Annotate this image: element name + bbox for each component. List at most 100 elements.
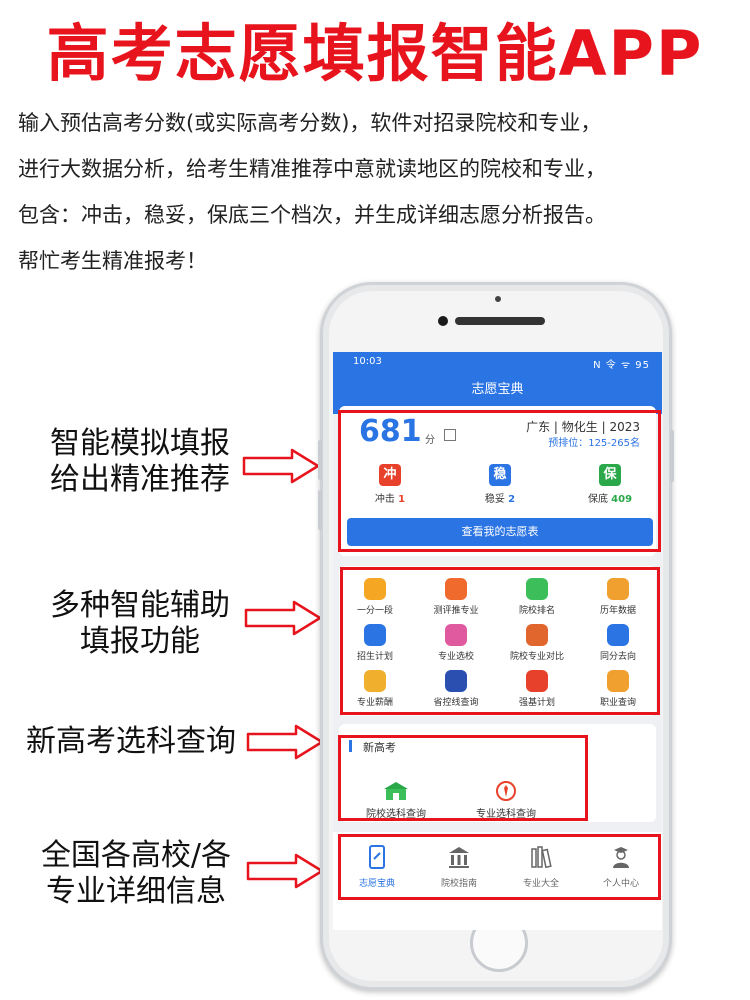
- tier-count: 2: [508, 494, 516, 505]
- arrow-icon: [246, 724, 324, 760]
- view-volunteer-table-button[interactable]: 查看我的志愿表: [347, 518, 653, 546]
- tool-item[interactable]: 历年数据: [578, 578, 658, 616]
- score-value: 681: [359, 414, 422, 449]
- tool-label: 专业选校: [437, 652, 474, 662]
- callout-line: 全国各高校/各: [40, 838, 232, 873]
- magnifier-icon: [445, 670, 467, 692]
- tier-count: 1: [398, 494, 406, 505]
- predicted-rank: 预排位：125-265名: [548, 438, 640, 449]
- diamond-icon: [445, 578, 467, 600]
- callout-line: 多种智能辅助: [50, 588, 230, 623]
- nav-label: 志愿宝典: [358, 879, 395, 889]
- tie-icon: [496, 781, 516, 801]
- tool-label: 历年数据: [599, 606, 636, 616]
- highlight-score-section: [338, 410, 661, 552]
- new-gaokao-card: [339, 724, 656, 822]
- tool-item[interactable]: 同分去向: [578, 624, 658, 662]
- highlight-new-gaokao-section: [338, 735, 588, 821]
- nav-zhiyuan[interactable]: 志愿宝典: [337, 845, 417, 889]
- books-icon: [531, 846, 552, 869]
- camera-icon: [438, 316, 448, 326]
- tool-label: 省控线查询: [433, 698, 479, 708]
- score-unit: 分: [425, 435, 435, 446]
- tier-chong[interactable]: 冲 冲击 1: [345, 464, 435, 505]
- intro-line-4: 帮忙考生精准报考！: [18, 249, 207, 273]
- tier-wen[interactable]: 稳 稳妥 2: [455, 464, 545, 505]
- power-button: [670, 430, 674, 482]
- section-accent: [349, 740, 352, 752]
- tool-label: 同分去向: [599, 652, 636, 662]
- school-icon: [384, 782, 408, 800]
- nav-profile[interactable]: 个人中心: [581, 845, 661, 889]
- callout-schools: 全国各高校/各 专业详细信息: [36, 838, 236, 910]
- tool-item[interactable]: 专业薪酬: [335, 670, 415, 708]
- edit-icon[interactable]: [444, 429, 456, 441]
- chong-badge-icon: 冲: [379, 464, 401, 486]
- school-subject-query[interactable]: 院校选科查询: [341, 780, 451, 820]
- callout-line: 给出精准推荐: [50, 462, 230, 497]
- tool-label: 院校排名: [518, 606, 555, 616]
- chart-icon: [364, 578, 386, 600]
- tools-card: [339, 566, 656, 716]
- tool-item[interactable]: 强基计划: [497, 670, 577, 708]
- tier-label: 稳妥: [484, 494, 505, 505]
- callout-line: 新高考选科查询: [26, 724, 236, 759]
- target-icon: [526, 670, 548, 692]
- status-icons: N 令 ᯤ 95: [593, 360, 650, 371]
- sensor-icon: [495, 296, 501, 302]
- nav-majors[interactable]: 专业大全: [501, 845, 581, 889]
- highlight-nav-section: [338, 834, 661, 900]
- callout-line: 填报功能: [80, 624, 200, 659]
- tool-label: 测评推专业: [433, 606, 479, 616]
- person-icon: [364, 624, 386, 646]
- tier-label: 冲击: [374, 494, 395, 505]
- tool-label: 强基计划: [518, 698, 555, 708]
- volume-button: [318, 490, 322, 530]
- volume-button: [318, 440, 322, 480]
- tool-item[interactable]: 一分一段: [335, 578, 415, 616]
- callout-simulation: 智能模拟填报 给出精准推荐: [40, 426, 240, 498]
- tool-item[interactable]: 专业选校: [416, 624, 496, 662]
- page-title: 高考志愿填报智能APP: [46, 17, 704, 90]
- tool-item[interactable]: 院校排名: [497, 578, 577, 616]
- app-title: 志愿宝典: [471, 382, 524, 397]
- medal-icon: [607, 670, 629, 692]
- nav-label: 个人中心: [602, 879, 639, 889]
- tier-bao[interactable]: 保 保底 409: [565, 464, 655, 505]
- document-icon: [364, 670, 386, 692]
- bottom-nav: [333, 832, 662, 930]
- tool-item[interactable]: 测评推专业: [416, 578, 496, 616]
- flask-icon: [445, 624, 467, 646]
- tool-label: 院校专业对比: [509, 652, 564, 662]
- major-subject-query[interactable]: 专业选科查询: [451, 780, 561, 820]
- tier-label: 保底: [587, 494, 608, 505]
- intro-line-3: 包含：冲击，稳妥，保底三个档次，并生成详细志愿分析报告。: [18, 203, 606, 227]
- building-icon: [449, 847, 469, 868]
- nav-school-guide[interactable]: 院校指南: [419, 845, 499, 889]
- new-gaokao-title: 新高考: [363, 741, 396, 754]
- signpost-icon: [607, 624, 629, 646]
- callout-line: 专业详细信息: [46, 874, 226, 909]
- callout-line: 智能模拟填报: [50, 426, 230, 461]
- user-icon: [613, 847, 629, 868]
- phone-book-icon: [369, 845, 385, 869]
- tool-label: 招生计划: [356, 652, 393, 662]
- tool-item[interactable]: 职业查询: [578, 670, 658, 708]
- bar-icon: [526, 578, 548, 600]
- intro-line-1: 输入预估高考分数(或实际高考分数)，软件对招录院校和专业，: [18, 111, 602, 135]
- tool-item[interactable]: 省控线查询: [416, 670, 496, 708]
- speaker-icon: [455, 317, 545, 325]
- tool-label: 一分一段: [356, 606, 393, 616]
- wallet-icon: [607, 578, 629, 600]
- pencil-icon: [526, 624, 548, 646]
- nav-label: 专业大全: [522, 879, 559, 889]
- status-bar: 10:03 N 令 ᯤ 95: [333, 352, 662, 372]
- arrow-icon: [246, 853, 324, 889]
- tool-item[interactable]: 招生计划: [335, 624, 415, 662]
- callout-new-gaokao: 新高考选科查询: [15, 724, 247, 760]
- tool-item[interactable]: 院校专业对比: [497, 624, 577, 662]
- arrow-icon: [242, 448, 320, 484]
- intro-text: 输入预估高考分数(或实际高考分数)，软件对招录院校和专业， 进行大数据分析，给考…: [18, 100, 733, 284]
- region-info: 广东 | 物化生 | 2023: [526, 420, 640, 434]
- highlight-tools-section: [340, 567, 660, 715]
